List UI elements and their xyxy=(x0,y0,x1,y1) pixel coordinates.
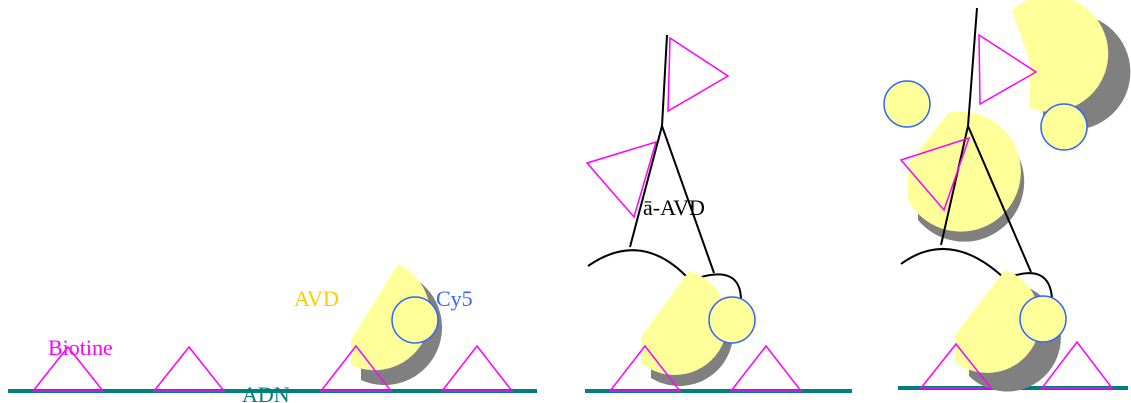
biotin-triangle xyxy=(731,346,801,391)
label-cy5: Cy5 xyxy=(436,286,473,311)
label-adn: ADN xyxy=(242,382,290,403)
biotin-triangle xyxy=(154,347,224,391)
antibody-arm-left xyxy=(630,126,662,247)
cy5-dye xyxy=(1041,104,1087,150)
label-anti-avd: ā-AVD xyxy=(643,195,705,220)
antibody-stalk xyxy=(968,8,977,126)
panel-2: ā-AVD xyxy=(585,35,852,391)
cy5-dye xyxy=(884,81,930,127)
biotin-triangle xyxy=(668,38,728,111)
cy5-dye xyxy=(709,297,755,343)
antibody-binding-site-left xyxy=(588,250,686,276)
panel-3 xyxy=(884,0,1130,392)
antibody-binding-site-left xyxy=(901,249,1004,278)
label-avd: AVD xyxy=(294,286,339,311)
cy5-dye xyxy=(1020,296,1066,342)
label-biotine: Biotine xyxy=(48,335,113,360)
cy5-dye xyxy=(392,297,438,343)
biotin-triangle xyxy=(442,346,512,391)
antibody-stalk xyxy=(662,35,667,126)
panel-1: Biotine AVD Cy5 ADN xyxy=(8,264,537,403)
anti-avidin-antibody xyxy=(588,35,741,302)
